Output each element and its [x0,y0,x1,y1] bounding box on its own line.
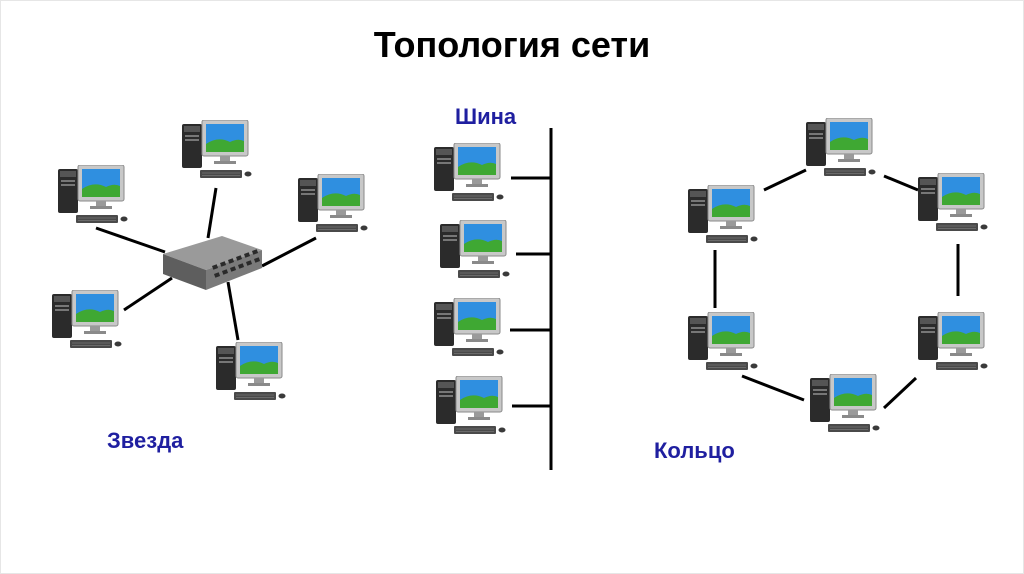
ring-link [763,168,807,192]
label-ring: Кольцо [654,438,735,463]
page-title: Топология сети [373,24,651,65]
ring-topology [688,118,988,433]
computer-icon [688,185,758,244]
computer-icon [918,312,988,371]
computer-icon [688,312,758,371]
bus-topology [434,128,553,470]
star-link [261,236,317,268]
star-link [95,226,166,254]
computer-icon [216,342,286,401]
star-links [95,187,317,341]
star-link [123,276,173,312]
computer-icon [436,376,506,435]
star-link [226,281,240,341]
computer-icon [182,120,252,179]
computer-icon [806,118,876,177]
star-link [206,187,218,239]
ring-link [741,374,805,402]
computer-icon [298,174,368,233]
label-star: Звезда [107,428,184,453]
computer-icon [52,290,122,349]
computer-icon [434,298,504,357]
ring-link [882,376,918,410]
ring-link [883,174,919,192]
computer-icon [918,173,988,232]
network-switch-icon [163,236,262,290]
computer-icon [810,374,880,433]
computer-icon [434,143,504,202]
computer-icon [440,220,510,279]
label-bus: Шина [455,104,517,129]
computer-icon [58,165,128,224]
star-topology [52,120,368,401]
